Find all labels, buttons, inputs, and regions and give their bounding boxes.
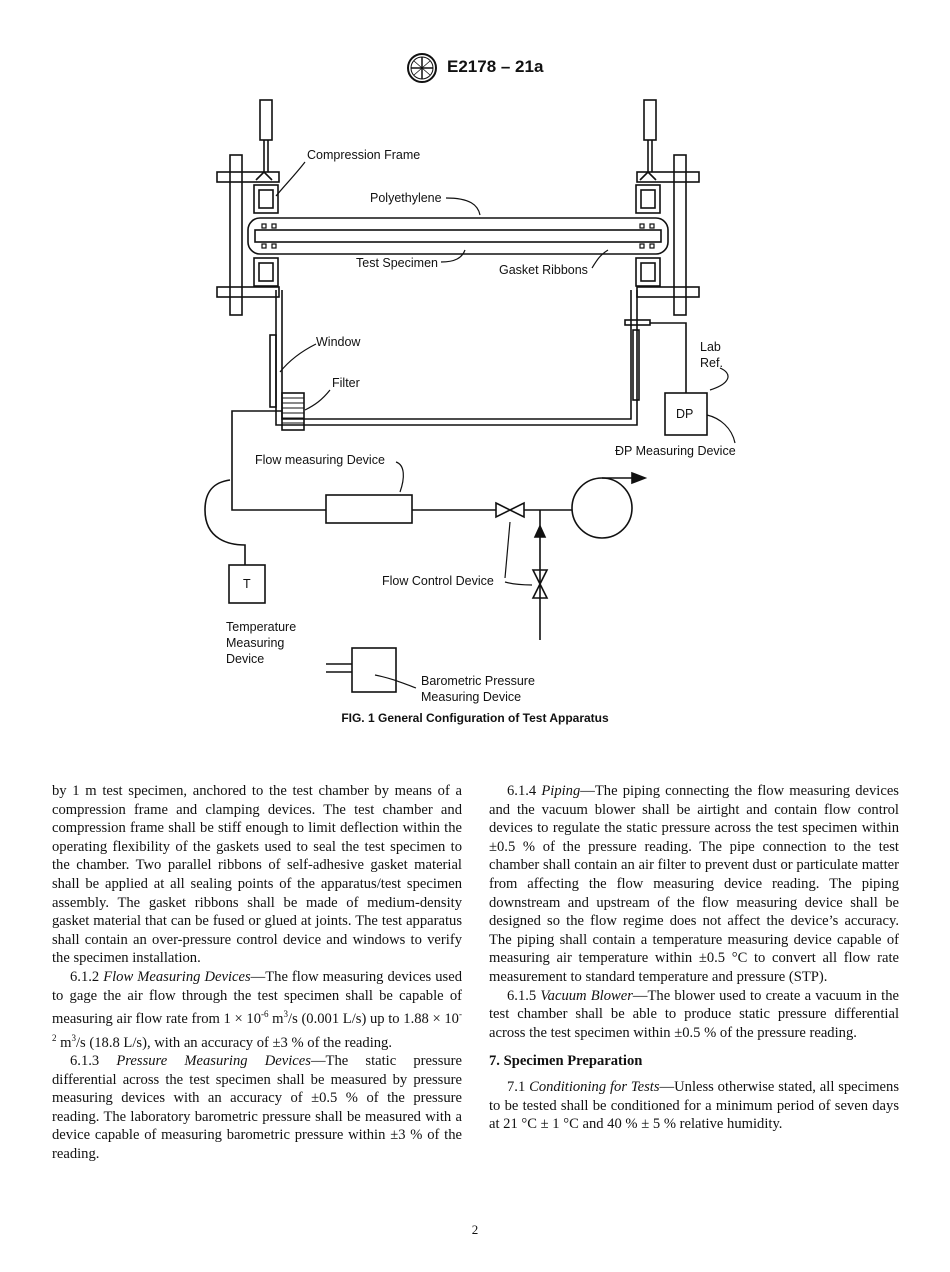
label-ref: Ref. bbox=[700, 356, 723, 370]
label-barometric-measuring-device: Measuring Device bbox=[421, 690, 522, 704]
label-test-specimen: Test Specimen bbox=[356, 256, 438, 270]
left-lower-block bbox=[253, 257, 279, 287]
label-flow-control-device: Flow Control Device bbox=[382, 574, 494, 588]
section-number: 7.1 bbox=[507, 1078, 526, 1095]
section-number: 6.1.4 bbox=[507, 783, 537, 799]
paragraph-text: —The flow measuring devices used to gage… bbox=[52, 968, 462, 1027]
section-title: Conditioning for Tests bbox=[529, 1078, 660, 1095]
right-clamp-rod bbox=[643, 99, 657, 141]
section-number: 6.1.3 bbox=[70, 1053, 100, 1070]
section-number: 6.1.2 bbox=[70, 968, 100, 985]
label-dp: DP bbox=[676, 407, 694, 421]
vacuum-blower bbox=[571, 477, 633, 539]
paragraph-text: —The blower used to create a vacuum in t… bbox=[489, 987, 899, 1041]
section-title: Flow Measuring Devices bbox=[103, 968, 251, 985]
label-window: Window bbox=[316, 335, 361, 349]
left-upper-block bbox=[253, 184, 279, 214]
paragraph-7-1: 7.1 Conditioning for Tests—Unless otherw… bbox=[489, 1078, 899, 1134]
section-heading-7: 7. Specimen Preparation bbox=[489, 1053, 643, 1070]
document-id: E2178 – 21a bbox=[447, 57, 544, 76]
paragraph-text: —Unless otherwise stated, all specimens … bbox=[489, 1078, 899, 1133]
paragraph-text: —The static pressure differential across… bbox=[52, 1053, 463, 1162]
barometric-device-box bbox=[351, 647, 397, 693]
page-header: E2178 – 21a bbox=[0, 52, 950, 88]
paragraph-6-1-4: 6.1.4 Piping—The piping connecting the f… bbox=[489, 782, 899, 987]
figure-test-apparatus: Compression Frame Polyethylene Test Spec… bbox=[204, 99, 736, 725]
gasket-ribbons bbox=[261, 223, 655, 249]
superscript: -6 bbox=[261, 1009, 269, 1020]
right-frame-post bbox=[673, 154, 687, 316]
superscript: -2 bbox=[52, 1009, 462, 1043]
label-t: T bbox=[243, 577, 251, 591]
superscript: 3 bbox=[283, 1009, 289, 1020]
label-polyethylene: Polyethylene bbox=[370, 191, 442, 205]
text-column-right: 6.1.4 Piping—The piping connecting the f… bbox=[489, 782, 899, 1134]
label-lab: Lab bbox=[700, 340, 721, 354]
window bbox=[269, 334, 277, 408]
temperature-device-box bbox=[228, 564, 266, 604]
section-title: Piping bbox=[541, 783, 581, 799]
section-title: Vacuum Blower bbox=[540, 987, 633, 1004]
right-upper-block bbox=[635, 184, 661, 214]
left-clamp-rod bbox=[259, 99, 273, 141]
paragraph-6-1-5: 6.1.5 Vacuum Blower—The blower used to c… bbox=[489, 987, 899, 1043]
bypass-valve bbox=[531, 569, 549, 599]
flow-control-valve bbox=[495, 501, 525, 519]
paragraph-text: /s (0.001 L/s) up to 1.88 × 10 bbox=[288, 1010, 459, 1027]
text-column-left: by 1 m test specimen, anchored to the te… bbox=[52, 782, 462, 1164]
label-dp-measuring-device: ÐP Measuring Device bbox=[615, 444, 736, 458]
astm-logo-icon bbox=[407, 53, 437, 83]
section-number: 6.1.5 bbox=[507, 987, 537, 1004]
left-frame-post bbox=[229, 154, 243, 316]
label-compression-frame: Compression Frame bbox=[307, 148, 421, 162]
right-lower-block bbox=[635, 257, 661, 287]
label-flow-measuring-device: Flow measuring Device bbox=[255, 453, 385, 467]
figure-caption: FIG. 1 General Configuration of Test App… bbox=[341, 711, 609, 725]
flow-measuring-device bbox=[325, 494, 413, 524]
paragraph-6-1-2: 6.1.2 Flow Measuring Devices—The flow me… bbox=[52, 968, 462, 1052]
label-temperature: Temperature bbox=[226, 620, 297, 634]
paragraph-text: —The piping connecting the flow measurin… bbox=[489, 783, 899, 985]
test-specimen bbox=[254, 229, 662, 243]
paragraph-6-1-3: 6.1.3 Pressure Measuring Devices—The sta… bbox=[52, 1052, 462, 1164]
polyethylene-sheet bbox=[247, 217, 669, 255]
test-chamber bbox=[275, 290, 638, 426]
inlet-pipe bbox=[231, 410, 326, 511]
superscript: 3 bbox=[71, 1032, 77, 1043]
paragraph-6-1-1-continued: by 1 m test specimen, anchored to the te… bbox=[52, 783, 462, 967]
section-title: Pressure Measuring Devices bbox=[116, 1053, 311, 1070]
label-filter: Filter bbox=[332, 376, 360, 390]
label-measuring: Measuring bbox=[226, 636, 285, 650]
dp-device-box bbox=[664, 392, 708, 436]
apparatus-diagram bbox=[204, 99, 736, 693]
paragraph-text: m bbox=[56, 1034, 72, 1051]
paragraph-text: /s (18.8 L/s), with an accuracy of ±3 % … bbox=[76, 1034, 392, 1051]
label-gasket-ribbons: Gasket Ribbons bbox=[499, 263, 588, 277]
label-device: Device bbox=[226, 652, 265, 666]
label-barometric-pressure: Barometric Pressure bbox=[421, 674, 535, 688]
paragraph-text: m bbox=[268, 1010, 284, 1027]
page-number: 2 bbox=[471, 1222, 479, 1237]
